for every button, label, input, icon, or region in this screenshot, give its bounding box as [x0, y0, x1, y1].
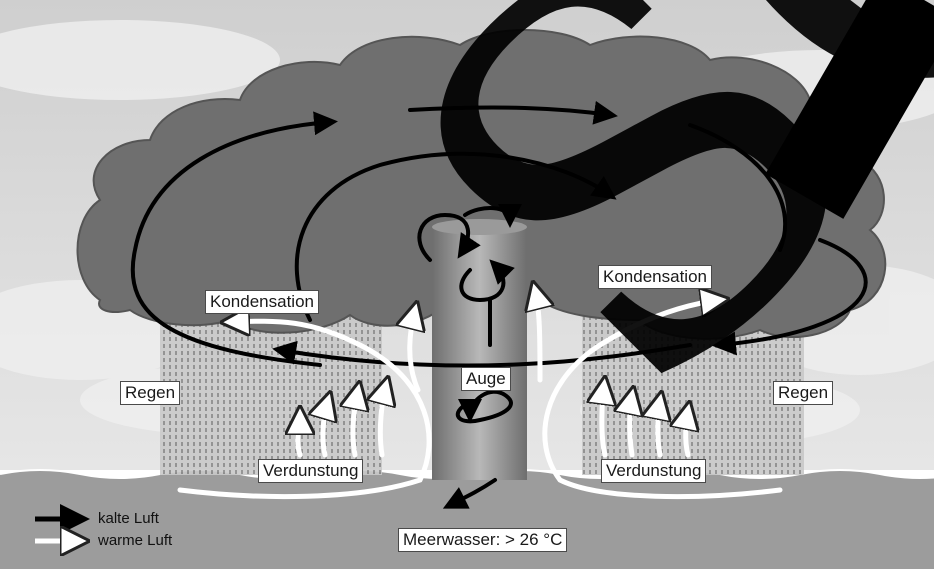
label-verdunstung-left: Verdunstung — [258, 459, 363, 483]
label-regen-right: Regen — [773, 381, 833, 405]
label-kondensation-right: Kondensation — [598, 265, 712, 289]
label-regen-left: Regen — [120, 381, 180, 405]
label-meerwasser: Meerwasser: > 26 °C — [398, 528, 567, 552]
legend-warm-air: warme Luft — [98, 532, 172, 550]
label-auge: Auge — [461, 367, 511, 391]
label-verdunstung-right: Verdunstung — [601, 459, 706, 483]
label-kondensation-left: Kondensation — [205, 290, 319, 314]
legend-cold-air: kalte Luft — [98, 510, 159, 528]
